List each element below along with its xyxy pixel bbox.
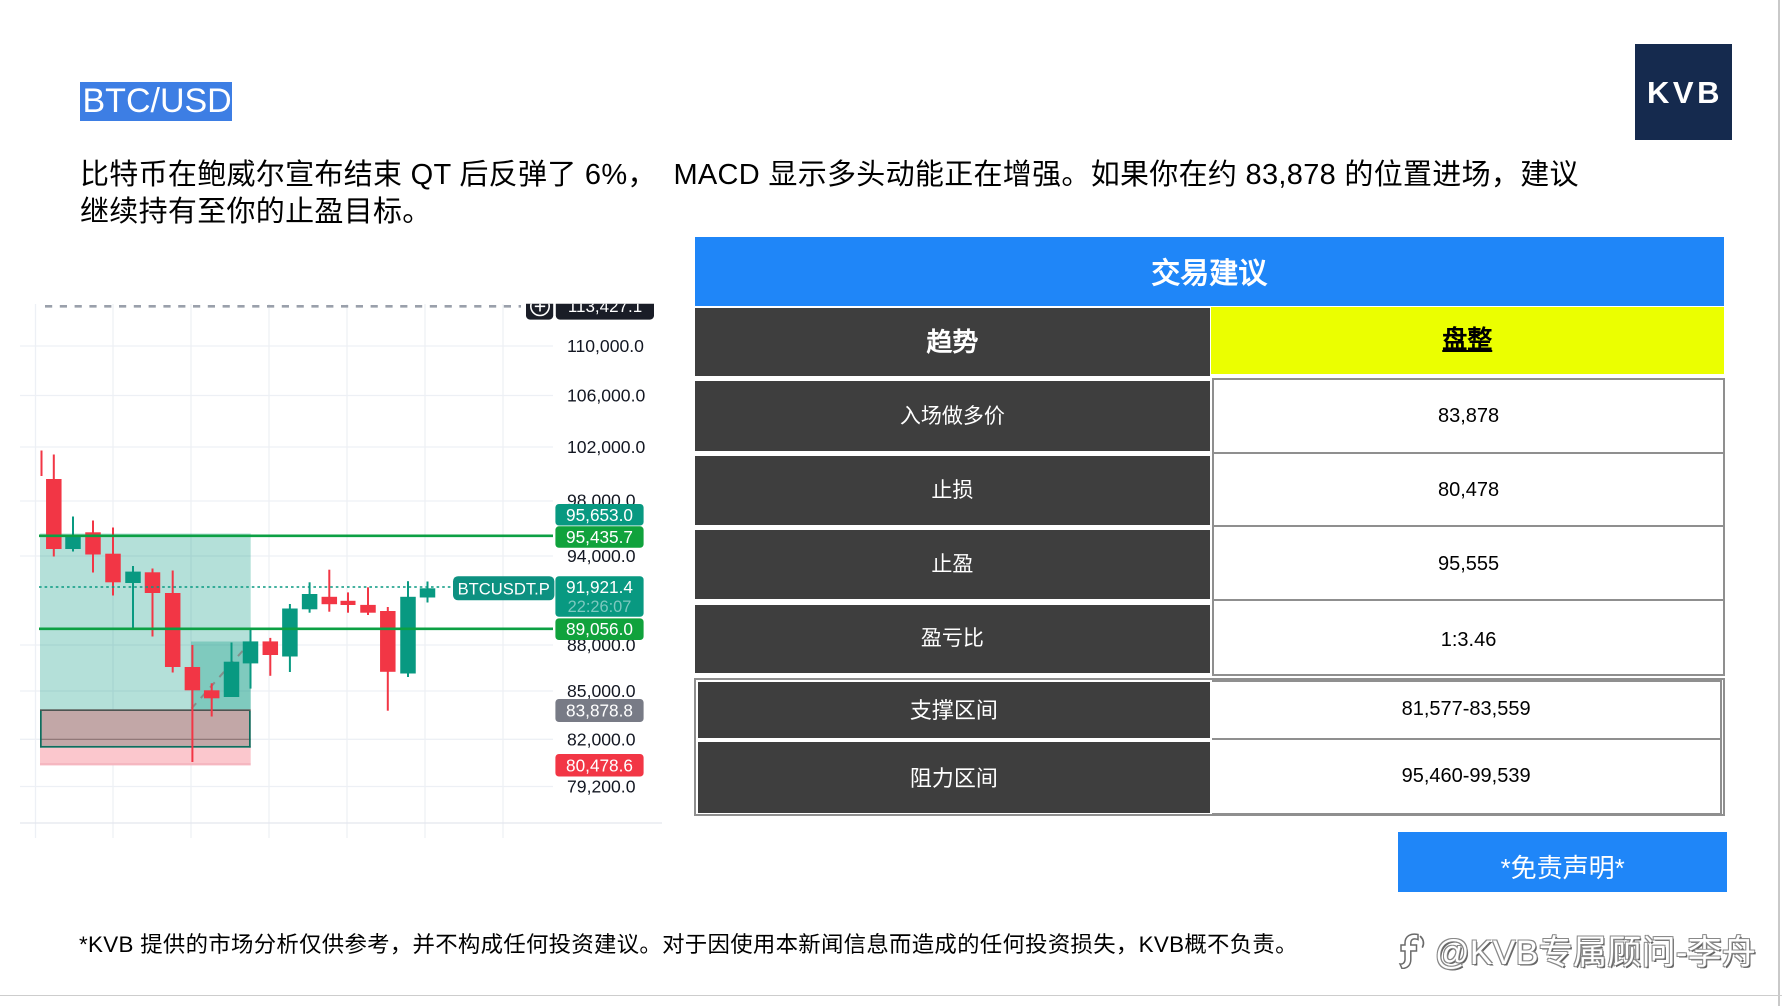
svg-text:95,653.0: 95,653.0 bbox=[566, 505, 633, 525]
svg-text:95,435.7: 95,435.7 bbox=[566, 527, 633, 547]
svg-text:BTCUSDT.P: BTCUSDT.P bbox=[458, 580, 550, 599]
svg-text:79,200.0: 79,200.0 bbox=[567, 777, 636, 797]
svg-text:85,000.0: 85,000.0 bbox=[567, 681, 636, 701]
svg-text:110,000.0: 110,000.0 bbox=[567, 336, 644, 356]
svg-text:102,000.0: 102,000.0 bbox=[567, 437, 645, 457]
svg-text:80,478.6: 80,478.6 bbox=[566, 755, 633, 775]
svg-text:83,878.8: 83,878.8 bbox=[566, 701, 633, 721]
svg-text:94,000.0: 94,000.0 bbox=[567, 546, 636, 566]
svg-text:91,921.4: 91,921.4 bbox=[566, 577, 633, 597]
svg-text:106,000.0: 106,000.0 bbox=[567, 386, 645, 406]
svg-text:82,000.0: 82,000.0 bbox=[567, 729, 636, 749]
svg-text:89,056.0: 89,056.0 bbox=[566, 619, 633, 639]
svg-text:113,427.1: 113,427.1 bbox=[568, 297, 642, 316]
svg-text:22:26:07: 22:26:07 bbox=[568, 598, 632, 616]
